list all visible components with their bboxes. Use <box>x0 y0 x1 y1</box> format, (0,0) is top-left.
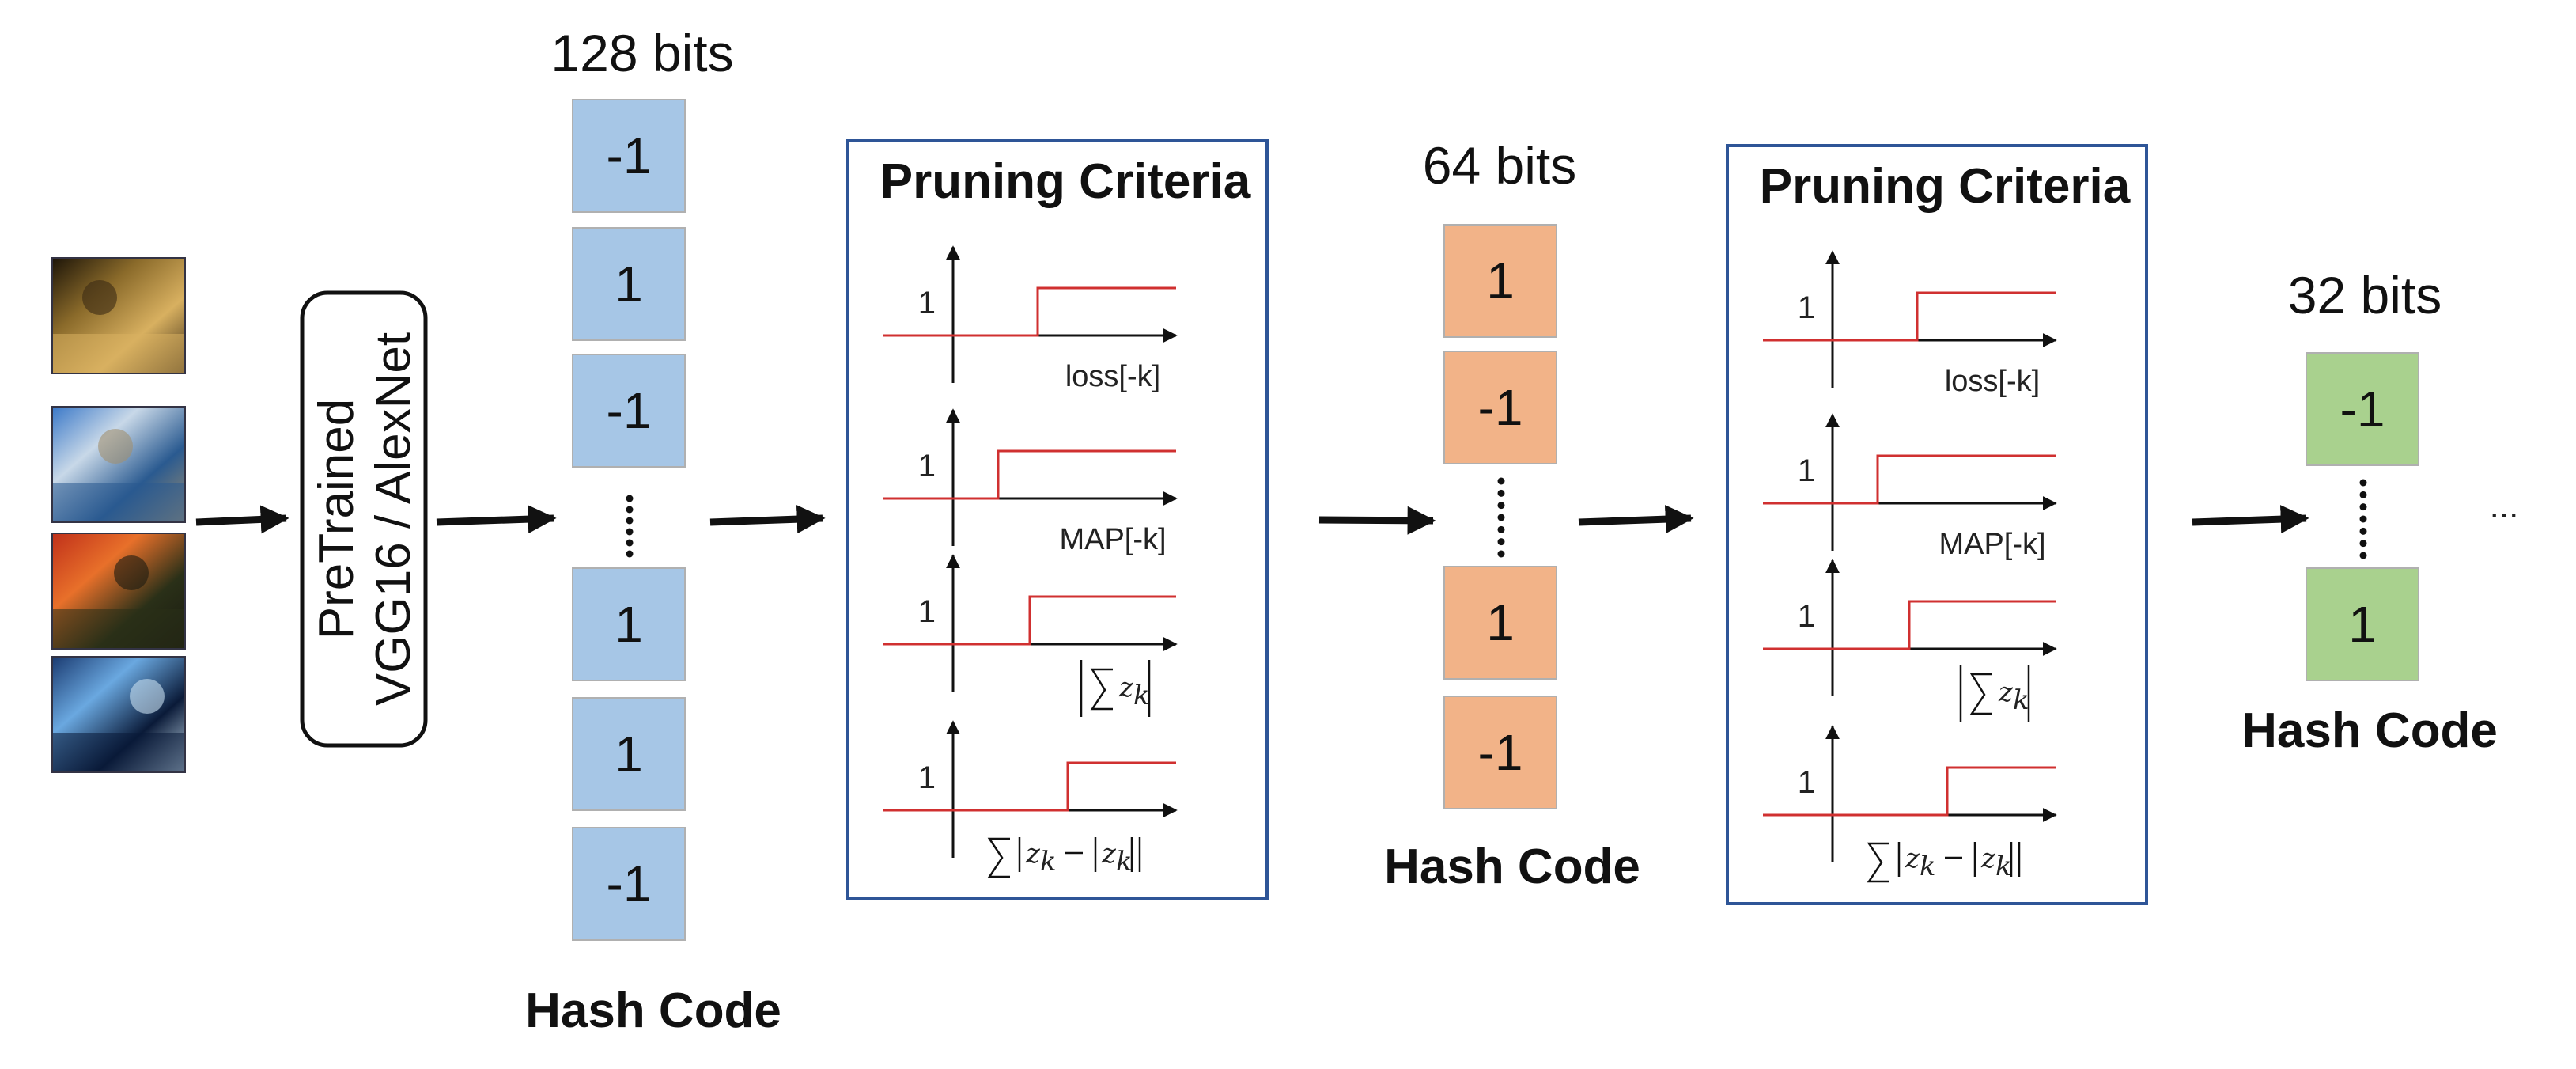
criteria-title: Pruning Criteria <box>1760 159 2131 214</box>
tick-one: 1 <box>918 286 936 320</box>
svg-text:z: z <box>1118 672 1134 703</box>
bits-label-64: 64 bits <box>1423 136 1576 195</box>
criteria-title: Pruning Criteria <box>880 154 1251 209</box>
svg-text:z: z <box>1101 838 1117 870</box>
arrow-criteria-to-hash64 <box>1318 506 1436 535</box>
tick-one: 1 <box>1798 599 1815 634</box>
hash128-bit-bottom-3: -1 <box>572 827 686 941</box>
criterion-plot-1: 1 loss[-k] <box>883 245 1178 393</box>
criterion-label: loss[-k] <box>1065 360 1160 393</box>
svg-text:z: z <box>1998 677 2014 708</box>
bit-value: 1 <box>2348 596 2377 653</box>
svg-text:k: k <box>1040 846 1057 878</box>
vertical-ellipsis <box>1497 477 1505 558</box>
hash64-bit-bottom-2: -1 <box>1443 696 1557 809</box>
network-line2: VGG16 / AlexNet <box>366 332 421 706</box>
svg-text:k: k <box>1133 680 1150 711</box>
bit-value: -1 <box>607 382 652 439</box>
arrow-network-to-hash128 <box>436 505 557 534</box>
bit-value: -1 <box>2340 381 2385 438</box>
bit-value: -1 <box>1478 379 1523 436</box>
arrow-criteria-to-hash32 <box>2192 505 2309 534</box>
input-images <box>51 257 186 773</box>
bits-label-128: 128 bits <box>550 24 733 82</box>
tick-one: 1 <box>1798 765 1815 800</box>
hash128-bit-top-3: -1 <box>572 354 686 468</box>
svg-text:k: k <box>1995 851 2012 882</box>
trailing-ellipsis: ... <box>2490 487 2519 525</box>
arrow-images-to-network <box>195 505 289 534</box>
hash32-bit-top-1: -1 <box>2306 352 2419 466</box>
arrow-hash128-to-criteria <box>709 505 826 534</box>
hash-code-caption-64: Hash Code <box>1384 840 1640 894</box>
tick-one: 1 <box>918 760 936 795</box>
criterion-label: loss[-k] <box>1945 365 2040 398</box>
network-line1: PreTrained <box>309 399 364 639</box>
vertical-ellipsis <box>2359 479 2367 559</box>
hash128-bit-top-1: -1 <box>572 99 686 213</box>
hash64-bit-top-1: 1 <box>1443 224 1557 338</box>
hash128-bit-bottom-2: 1 <box>572 697 686 811</box>
tick-one: 1 <box>1798 453 1815 488</box>
hash-code-caption-32: Hash Code <box>2241 703 2498 758</box>
svg-text:k: k <box>1116 846 1133 878</box>
bit-value: 1 <box>615 726 643 783</box>
glass-building-photo <box>51 656 186 773</box>
bit-value: 1 <box>1486 594 1515 651</box>
criterion-plot-1: 1 loss[-k] <box>1763 250 2057 398</box>
bit-value: 1 <box>1486 252 1515 309</box>
vertical-ellipsis <box>626 495 634 558</box>
hash-code-caption-128: Hash Code <box>525 984 781 1038</box>
svg-text:z: z <box>1025 838 1041 870</box>
svg-text:k: k <box>1920 851 1936 882</box>
bit-value: -1 <box>607 127 652 184</box>
hash-code-64: 64 bits 1 -1 1 -1 Hash Code <box>1384 136 1640 894</box>
hash64-bit-top-2: -1 <box>1443 351 1557 464</box>
tick-one: 1 <box>918 449 936 483</box>
hash-code-128: 128 bits -1 1 -1 1 1 -1 Hash Code <box>525 24 781 1038</box>
criterion-label: MAP[-k] <box>1939 528 2045 561</box>
hash64-bit-bottom-1: 1 <box>1443 566 1557 680</box>
arrow-hash64-to-criteria <box>1578 505 1694 534</box>
bit-value: 1 <box>615 256 643 313</box>
hash-code-32: 32 bits -1 1 Hash Code <box>2241 266 2498 758</box>
bit-value: 1 <box>615 596 643 653</box>
bit-value: -1 <box>1478 724 1523 781</box>
coastal-city-photo <box>51 406 186 523</box>
sunset-field-photo <box>51 533 186 650</box>
svg-text:k: k <box>2013 684 2029 716</box>
svg-text:z: z <box>1980 843 1996 874</box>
tick-one: 1 <box>1798 290 1815 325</box>
bits-label-32: 32 bits <box>2288 266 2442 324</box>
hash128-bit-bottom-1: 1 <box>572 567 686 681</box>
network-block: PreTrained VGG16 / AlexNet <box>300 290 428 748</box>
svg-text:z: z <box>1905 843 1920 874</box>
criterion-label: MAP[-k] <box>1059 523 1166 556</box>
hash128-bit-top-2: 1 <box>572 227 686 341</box>
tick-one: 1 <box>918 594 936 629</box>
night-street-photo <box>51 257 186 374</box>
hash32-bit-bottom-1: 1 <box>2306 567 2419 681</box>
bit-value: -1 <box>607 855 652 912</box>
